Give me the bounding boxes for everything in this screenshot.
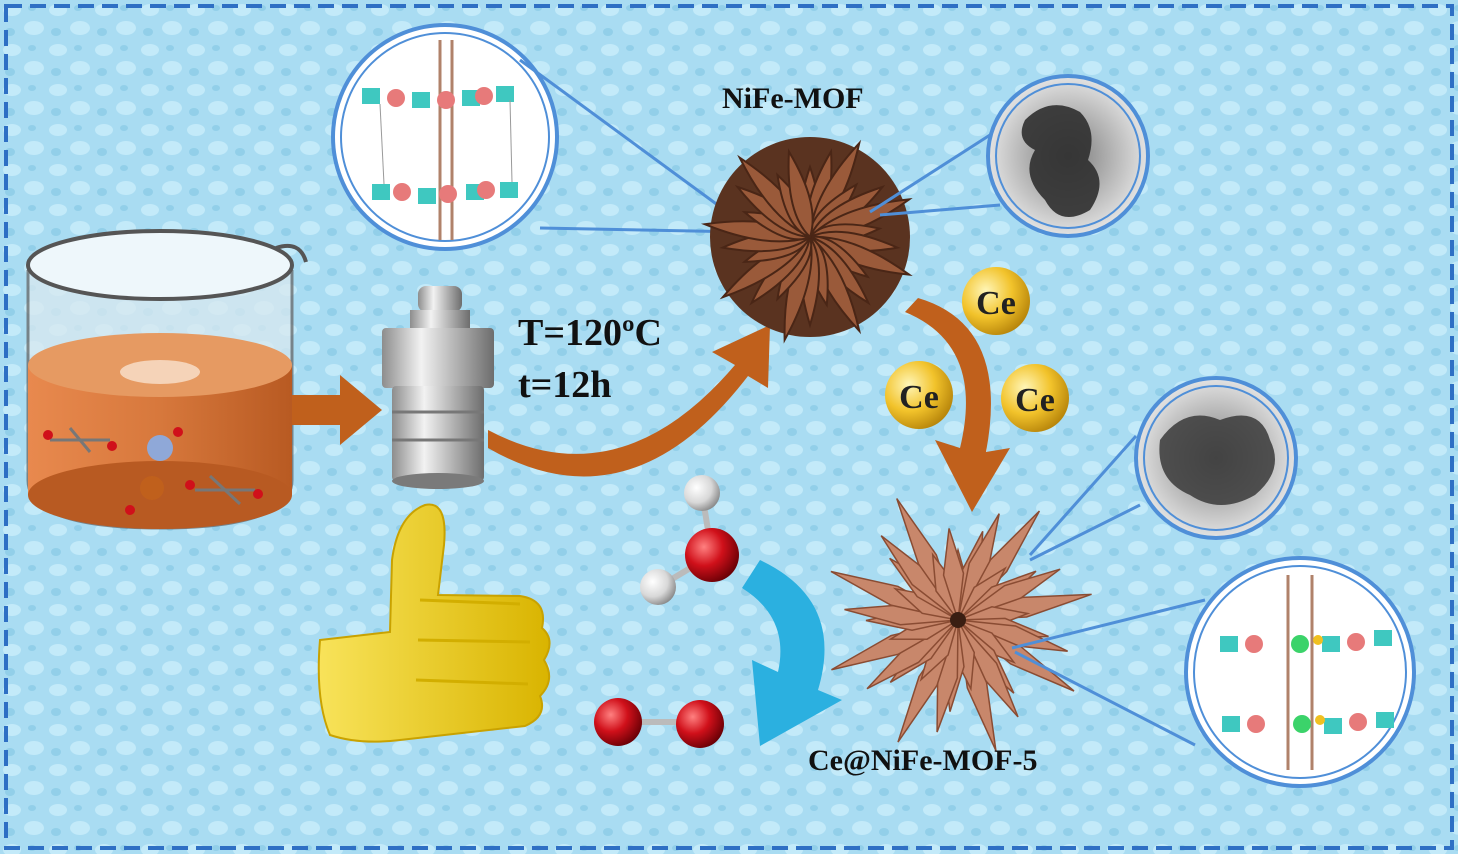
- ce-nife-mof-5-tem-inset: [1134, 376, 1298, 540]
- svg-text:Ce: Ce: [1015, 382, 1055, 419]
- nife-mof-flower: [700, 137, 913, 344]
- ce-nife-mof-5-particle: [830, 498, 1092, 751]
- ce-atom: Ce: [885, 361, 953, 429]
- arrow-to-nife-mof: [488, 325, 770, 477]
- thumbs-up-icon: [317, 503, 551, 743]
- nife-mof-label: NiFe-MOF: [722, 82, 864, 115]
- inset-connector-lines-top-right: [869, 133, 1001, 217]
- ni-ion: [147, 435, 173, 461]
- inset-connector-lines-bottom-right: [1011, 598, 1206, 747]
- arrow-to-ce-nife-mof: [905, 298, 1010, 512]
- oer-curved-arrow: [742, 560, 842, 746]
- oxygen-molecule: [594, 698, 724, 748]
- beaker-with-precursors: [26, 229, 308, 530]
- dashed-border: [4, 4, 1454, 850]
- ce-nife-mof-5-label: Ce@NiFe-MOF-5: [808, 744, 1037, 777]
- ce-atom: Ce: [962, 267, 1030, 335]
- inset-connector-lines-mid-right: [1028, 435, 1141, 562]
- nife-mof-tem-inset: [986, 74, 1150, 238]
- water-molecule: [640, 475, 739, 605]
- time-label: t=12h: [518, 364, 611, 406]
- temperature-label: T=120ºC: [518, 312, 662, 354]
- fe-ion: [140, 476, 164, 500]
- mof-petal: [787, 148, 814, 239]
- svg-text:Ce: Ce: [899, 379, 939, 416]
- nife-mof-structure-inset: [331, 23, 559, 251]
- autoclave: [382, 286, 494, 489]
- arrow-to-autoclave: [292, 375, 382, 445]
- ce-atom: Ce: [1001, 364, 1069, 432]
- svg-text:Ce: Ce: [976, 285, 1016, 322]
- particle-spike: [942, 528, 965, 621]
- ce-nife-mof-5-structure-inset: [1184, 556, 1416, 788]
